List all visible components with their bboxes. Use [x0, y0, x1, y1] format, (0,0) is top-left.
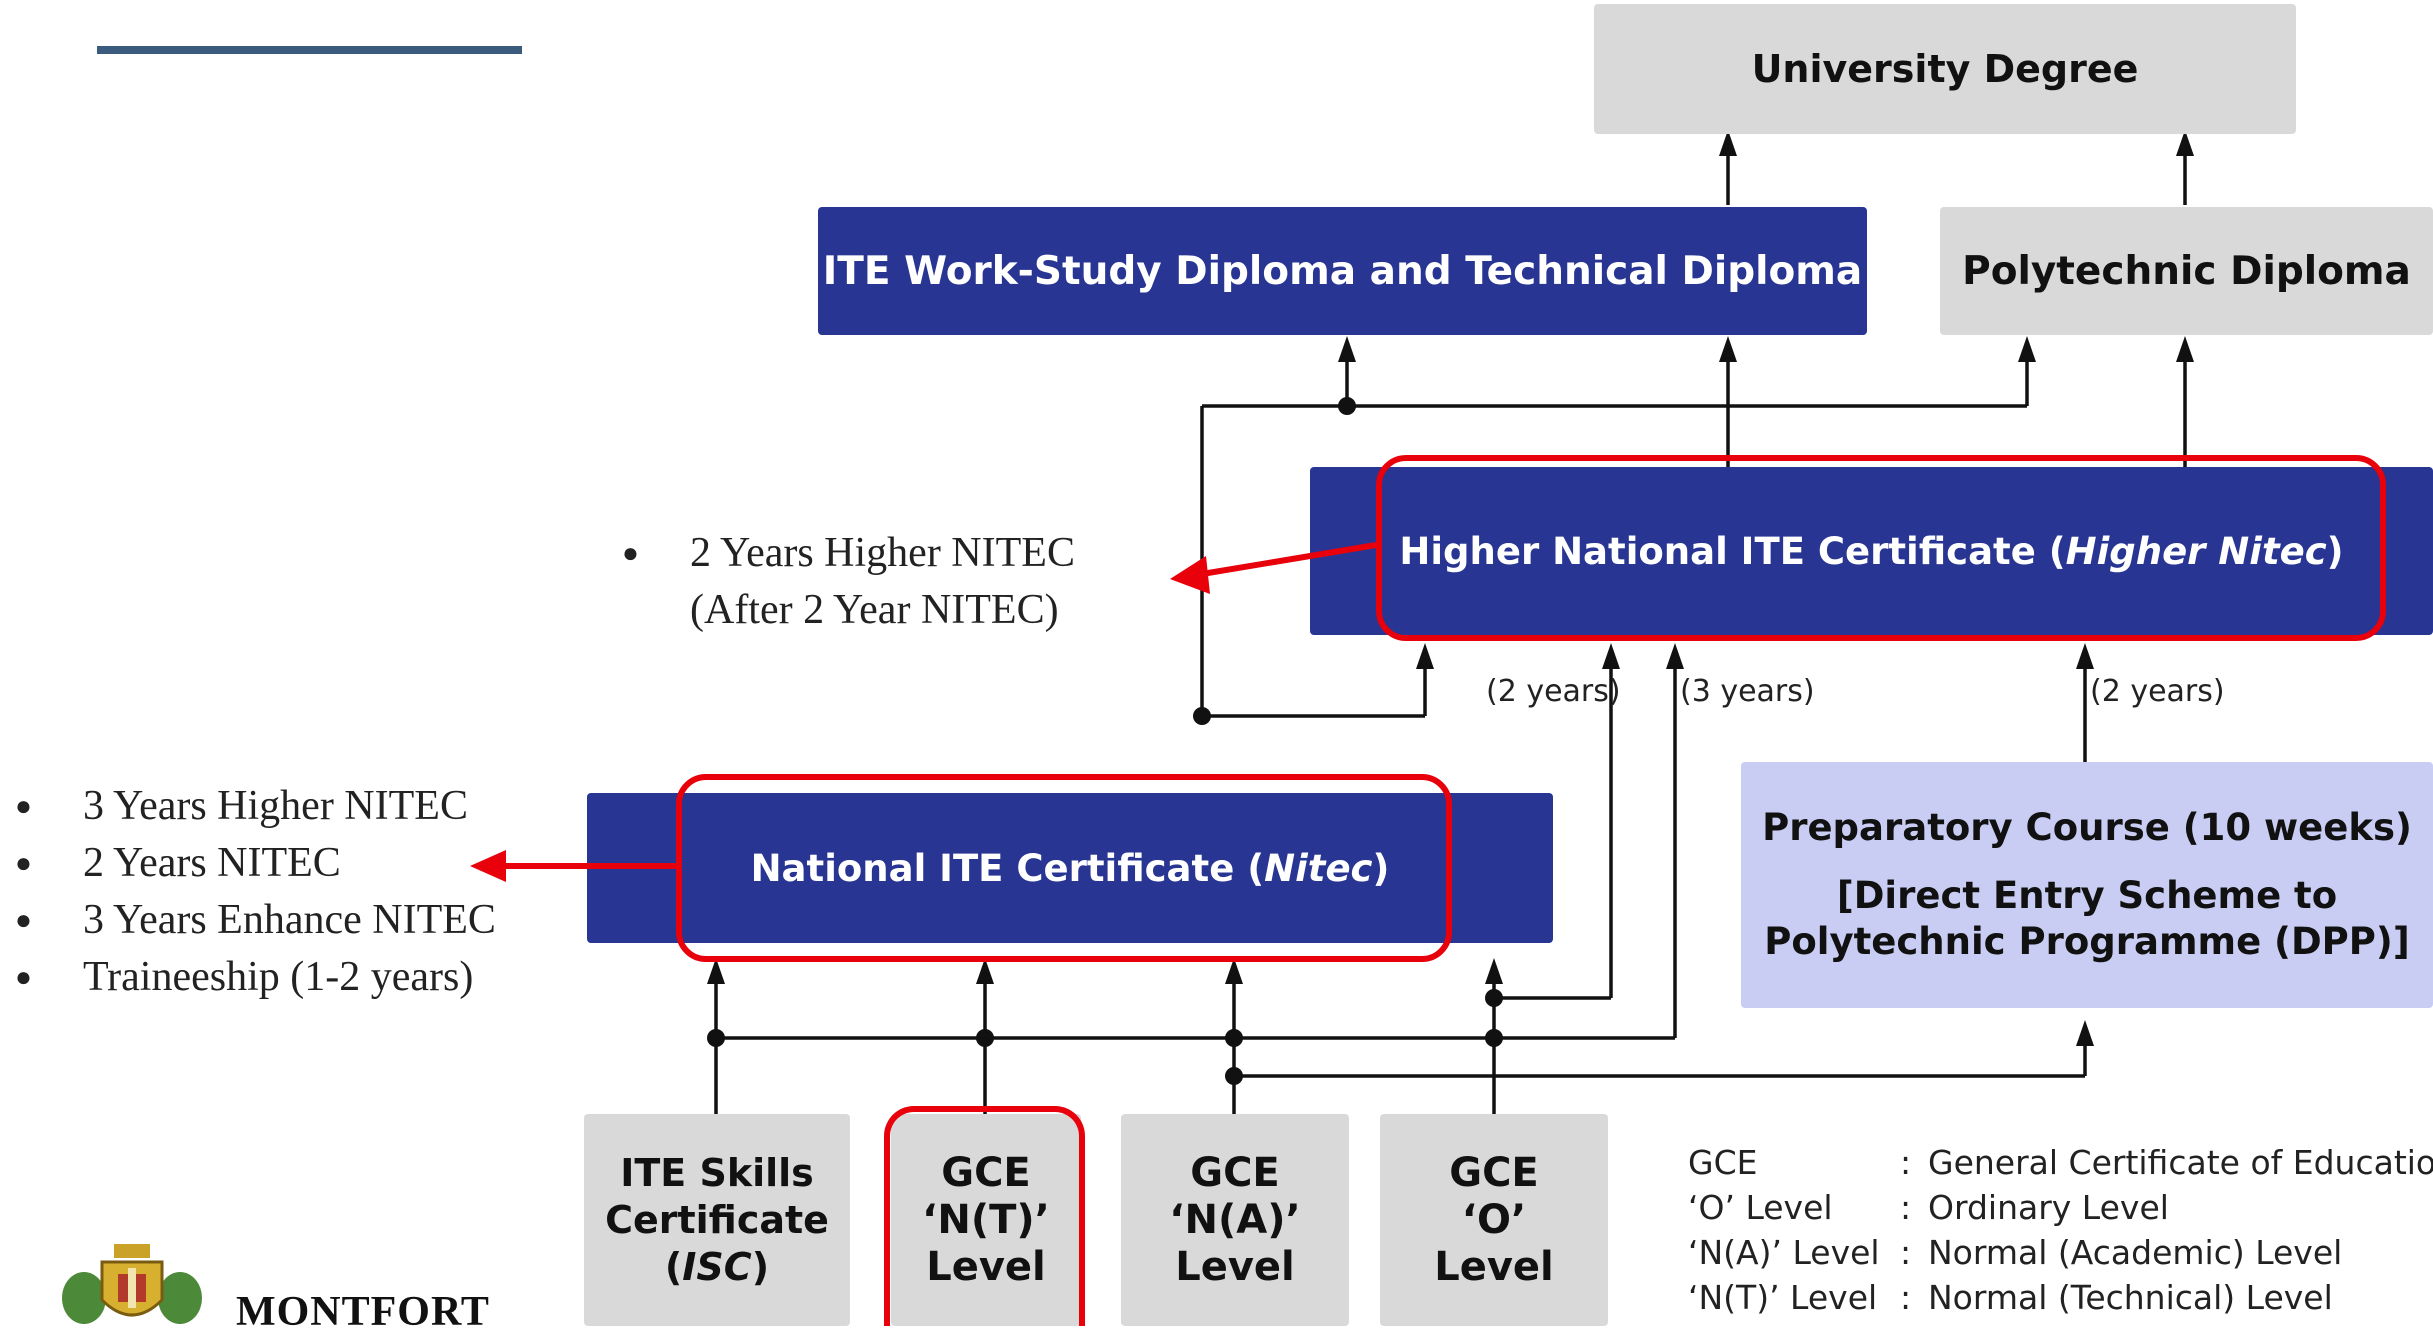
montfort-logo-text: MONTFORT: [236, 1289, 490, 1335]
nitec-highlight: [676, 774, 1452, 962]
legend-definition: Ordinary Level: [1928, 1188, 2169, 1227]
legend: GCE:General Certificate of Education‘O’ …: [1688, 1140, 2433, 1320]
gce-o-line-3: Level: [1434, 1243, 1554, 1290]
gce-o-line-1: GCE: [1449, 1149, 1539, 1196]
isc-line-2: Certificate: [605, 1197, 829, 1242]
legend-term: ‘N(A)’ Level: [1688, 1233, 1880, 1272]
crest-icon: [62, 1244, 202, 1324]
legend-separator: :: [1900, 1233, 1912, 1272]
nitec-note-item: 3 Years Enhance NITEC: [15, 892, 496, 949]
nitec-note-item: 3 Years Higher NITEC: [15, 778, 496, 835]
legend-row: ‘N(A)’ Level: Normal (Academic) Level: [1688, 1230, 2433, 1275]
title-accent-bar: [97, 46, 522, 54]
isc-line-1: ITE Skills: [620, 1150, 814, 1195]
duration-label-higher-nitec-3y: (3 years): [1680, 674, 1815, 709]
legend-definition: Normal (Technical) Level: [1928, 1278, 2333, 1317]
higher-nitec-prefix: Higher National ITE Certificate (: [1399, 529, 2066, 573]
polytechnic-diploma-box: Polytechnic Diploma: [1940, 207, 2433, 335]
nitec-notes: 3 Years Higher NITEC 2 Years NITEC 3 Yea…: [15, 778, 496, 1006]
higher-nitec-note: 2 Years Higher NITEC (After 2 Year NITEC): [622, 525, 1075, 639]
nitec-italic: Nitec: [1264, 846, 1373, 890]
isc-abbrev: ISC: [682, 1244, 752, 1289]
legend-term: ‘N(T)’ Level: [1688, 1278, 1878, 1317]
gce-o-level-box: GCE ‘O’ Level: [1380, 1114, 1608, 1326]
gce-nt-line-1: GCE: [941, 1149, 1031, 1196]
higher-nitec-note-line-2: (After 2 Year NITEC): [690, 587, 1059, 633]
ite-skills-certificate-box: ITE Skills Certificate (ISC): [584, 1114, 850, 1326]
higher-nitec-label: Higher National ITE Certificate (Higher …: [1399, 530, 2343, 573]
nitec-note-item: Traineeship (1-2 years): [15, 949, 496, 1006]
prep-line-2: [Direct Entry Scheme to: [1836, 874, 2338, 917]
legend-definition: Normal (Academic) Level: [1928, 1233, 2343, 1272]
preparatory-course-box: Preparatory Course (10 weeks) [Direct En…: [1741, 762, 2433, 1008]
higher-nitec-notes: 2 Years Higher NITEC (After 2 Year NITEC): [622, 525, 1075, 639]
nitec-note-item: 2 Years NITEC: [15, 835, 496, 892]
gce-na-line-2: ‘N(A)’: [1169, 1196, 1301, 1243]
polytechnic-diploma-label: Polytechnic Diploma: [1962, 248, 2411, 294]
duration-label-higher-nitec-2y: (2 years): [1486, 674, 1621, 709]
legend-separator: :: [1900, 1143, 1912, 1182]
university-degree-box: University Degree: [1594, 4, 2296, 134]
legend-separator: :: [1900, 1278, 1912, 1317]
legend-definition: General Certificate of Education: [1928, 1143, 2433, 1182]
gce-nt-level-box: GCE ‘N(T)’ Level: [891, 1114, 1081, 1326]
legend-row: ‘O’ Level: Ordinary Level: [1688, 1185, 2433, 1230]
prep-line-3: Polytechnic Programme (DPP)]: [1764, 920, 2410, 963]
legend-term: ‘O’ Level: [1688, 1188, 1833, 1227]
higher-nitec-suffix: ): [2326, 529, 2344, 573]
higher-nitec-highlight: [1376, 455, 2386, 641]
nitec-box: National ITE Certificate (Nitec): [587, 793, 1553, 943]
nitec-suffix: ): [1372, 846, 1390, 890]
nitec-label: National ITE Certificate (Nitec): [751, 847, 1390, 890]
gce-na-line-3: Level: [1175, 1243, 1295, 1290]
university-degree-label: University Degree: [1751, 47, 2139, 91]
gce-nt-highlight: [884, 1106, 1085, 1326]
higher-nitec-box: Higher National ITE Certificate (Higher …: [1310, 467, 2433, 635]
prep-line-1: Preparatory Course (10 weeks): [1762, 806, 2412, 849]
nitec-prefix: National ITE Certificate (: [750, 846, 1265, 890]
duration-label-prep-2y: (2 years): [2090, 674, 2225, 709]
higher-nitec-italic: Higher Nitec: [2065, 529, 2327, 573]
gce-na-level-box: GCE ‘N(A)’ Level: [1121, 1114, 1349, 1326]
isc-open-paren: (: [664, 1244, 683, 1289]
gce-o-line-2: ‘O’: [1461, 1196, 1527, 1243]
ite-diploma-box: ITE Work-Study Diploma and Technical Dip…: [818, 207, 1867, 335]
gce-nt-line-3: Level: [926, 1243, 1046, 1290]
montfort-crest-logo: [62, 1240, 202, 1326]
legend-row: GCE: General Certificate of Education: [1688, 1140, 2433, 1185]
gce-na-line-1: GCE: [1190, 1149, 1280, 1196]
isc-close-paren: ): [751, 1244, 770, 1289]
legend-separator: :: [1900, 1188, 1912, 1227]
isc-line-3: (ISC): [665, 1244, 769, 1291]
legend-row: ‘N(T)’ Level: Normal (Technical) Level: [1688, 1275, 2433, 1320]
gce-nt-line-2: ‘N(T)’: [922, 1196, 1050, 1243]
ite-diploma-label: ITE Work-Study Diploma and Technical Dip…: [822, 248, 1863, 294]
legend-term: GCE: [1688, 1143, 1758, 1182]
higher-nitec-note-line-1: 2 Years Higher NITEC: [690, 530, 1075, 576]
